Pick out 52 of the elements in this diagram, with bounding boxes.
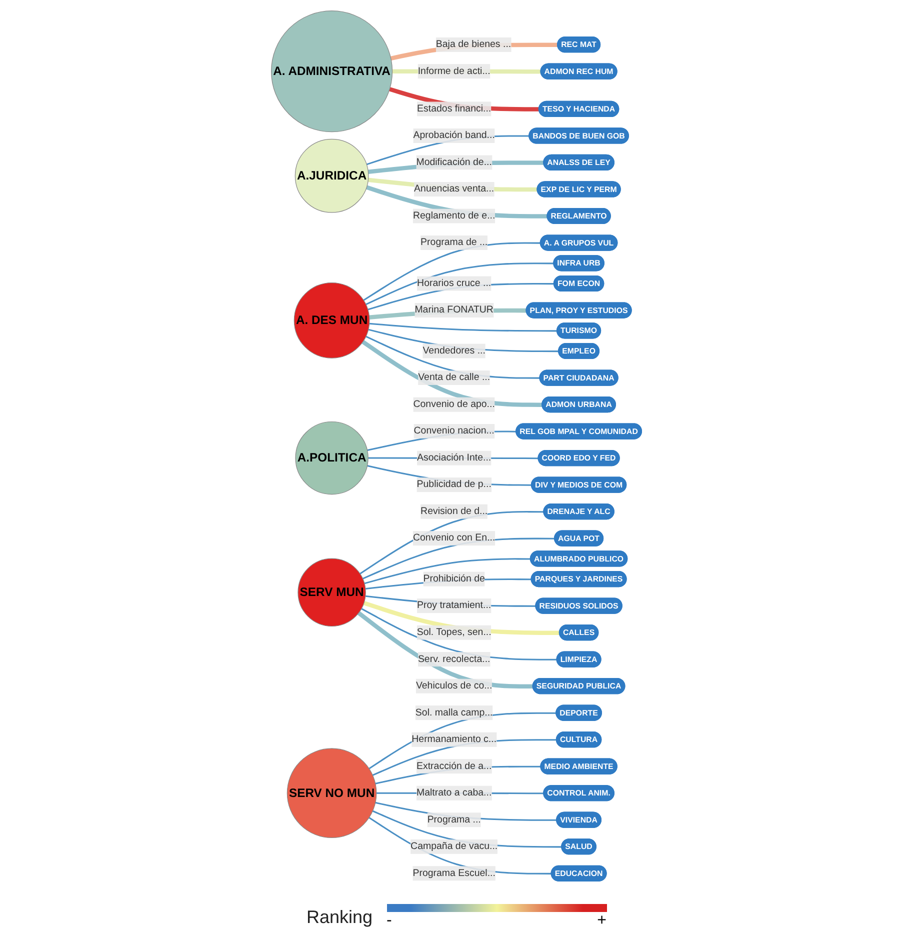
edge-label: Informe de acti...: [418, 66, 490, 76]
edge-label: Programa de ...: [420, 237, 488, 248]
connector: [361, 608, 557, 660]
node-circle: SERV NO MUN: [286, 748, 377, 838]
node-circle: A. ADMINISTRATIVA: [271, 10, 393, 132]
edge-label: Campaña de vacu...: [410, 841, 498, 852]
edge-label: Anuencias venta...: [414, 184, 494, 194]
connector: [360, 511, 544, 574]
edge-label: Convenio nacion...: [414, 426, 494, 436]
edge-label: Convenio de apo...: [413, 399, 495, 410]
edge-label: Programa ...: [427, 814, 481, 825]
edge-label: Hermanamiento c...: [412, 734, 497, 744]
connector: [366, 262, 554, 306]
edge-label: Asociación Inte...: [417, 452, 492, 463]
edge-label: Marina FONATUR: [414, 304, 494, 316]
scale-end-label: +: [597, 912, 607, 930]
edge-label: Programa Escuel...: [412, 868, 496, 878]
node-circle: A. DES MUN: [294, 282, 370, 358]
edge-label: Serv. recolecta...: [418, 654, 490, 664]
scale-end-label: -: [386, 912, 392, 930]
edge-label: Estados financi...: [417, 104, 492, 114]
connector: [372, 739, 557, 776]
edge-label: Convenio con En...: [412, 532, 496, 544]
node-circle: SERV MUN: [298, 558, 366, 627]
edge-label: Vehiculos de co...: [416, 680, 492, 691]
edge-label: Aprobación band...: [413, 130, 495, 141]
connector: [368, 816, 552, 874]
edge-label: Extracción de a...: [416, 760, 492, 772]
connector: [369, 322, 558, 332]
edge-label: Prohibición de: [423, 574, 485, 584]
edge-label: Baja de bienes ...: [436, 39, 512, 50]
edge-label: Horarios cruce ...: [417, 278, 492, 288]
edge-label: Sol. Topes, sen...: [416, 627, 492, 638]
edge-label: Modificación de...: [416, 157, 492, 168]
connector: [363, 242, 540, 301]
connector: [366, 336, 540, 379]
edge-label: Maltrato a caba...: [416, 788, 492, 798]
edge-label: Reglamento de e...: [412, 210, 496, 221]
edge-label: Revision de d...: [420, 506, 488, 516]
legend-title: Ranking: [306, 906, 373, 928]
connector: [362, 340, 542, 407]
connector: [368, 712, 556, 770]
connector: [357, 611, 533, 689]
node-circle: A.JURIDICA: [294, 138, 369, 213]
edge-label: Proy tratamient...: [417, 600, 492, 611]
node-circle: A.POLITICA: [295, 421, 368, 495]
connector: [364, 558, 531, 584]
connector: [372, 810, 562, 848]
edge-label: Publicidad de p...: [416, 479, 492, 490]
edge-label: Sol. malla camp...: [415, 707, 493, 718]
edge-label: Vendedores ...: [422, 346, 486, 356]
edge-label: Venta de calle ...: [418, 372, 490, 383]
